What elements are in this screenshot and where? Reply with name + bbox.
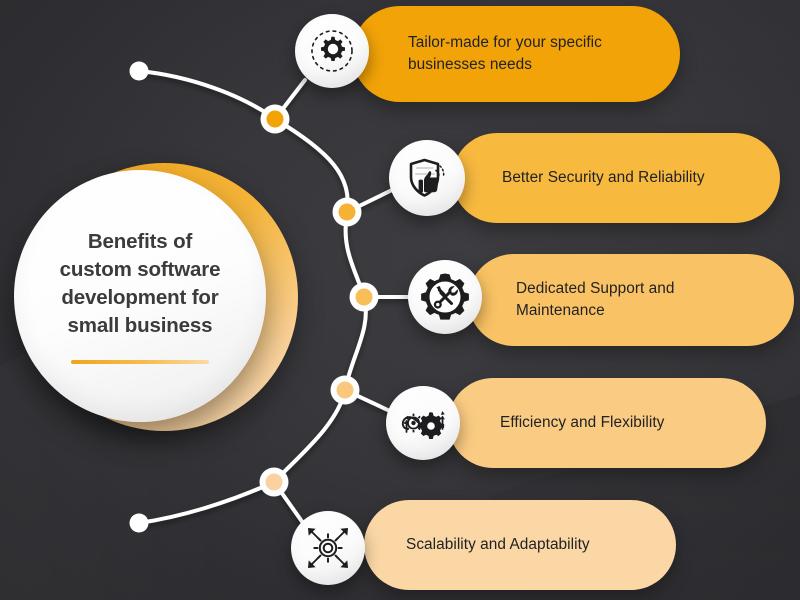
shield-thumbs-up-icon: [402, 153, 452, 203]
connector-node-4[interactable]: [336, 381, 354, 399]
connector-node-5[interactable]: [265, 473, 283, 491]
connector-node-2[interactable]: [338, 203, 356, 221]
connector-endpoint-bottom: [129, 513, 149, 533]
connector-endpoint-top: [129, 61, 149, 81]
benefit-pill-5[interactable]: Scalability and Adaptability: [364, 500, 676, 590]
benefit-label-3: Dedicated Support and Maintenance: [516, 278, 675, 322]
benefit-pill-2[interactable]: Better Security and Reliability: [452, 133, 780, 223]
benefit-label-2: Better Security and Reliability: [502, 167, 705, 189]
gear-dashed-circle-icon: [306, 25, 358, 77]
benefit-label-line: Tailor-made for your specific: [408, 34, 602, 52]
connector-node-3[interactable]: [355, 288, 373, 306]
connector-node-1[interactable]: [266, 110, 284, 128]
dual-gears-loop-arrows-icon: [396, 399, 450, 447]
benefit-pill-3[interactable]: Dedicated Support and Maintenance: [468, 254, 794, 346]
benefit-pill-1[interactable]: Tailor-made for your specific businesses…: [352, 6, 680, 102]
benefit-icon-bubble-5[interactable]: [291, 511, 365, 585]
benefit-label-line: Scalability and Adaptability: [406, 536, 590, 554]
benefit-label-5: Scalability and Adaptability: [406, 534, 590, 556]
benefit-icon-bubble-2[interactable]: [389, 140, 465, 216]
benefit-label-line: Better Security and Reliability: [502, 169, 705, 187]
page-title: Benefits of custom software development …: [35, 228, 245, 340]
benefit-label-1: Tailor-made for your specific businesses…: [408, 32, 602, 76]
benefit-label-line: Dedicated Support and: [516, 280, 675, 298]
hub-circle: Benefits of custom software development …: [14, 170, 266, 422]
benefit-icon-bubble-3[interactable]: [408, 260, 482, 334]
gear-wrench-screwdriver-icon: [418, 270, 472, 324]
benefit-pill-4[interactable]: Efficiency and Flexibility: [448, 378, 766, 468]
benefit-label-line: businesses needs: [408, 56, 533, 73]
hub-title-line: Benefits of: [87, 230, 193, 254]
hub-title-line: custom software: [59, 258, 221, 282]
benefit-label-line: Efficiency and Flexibility: [500, 414, 665, 432]
benefit-label-line: Maintenance: [516, 302, 605, 319]
gear-expand-arrows-icon: [301, 521, 355, 575]
hub-accent-rule: [71, 359, 209, 364]
benefit-label-4: Efficiency and Flexibility: [500, 412, 664, 434]
hub-title-line: development for: [61, 286, 219, 309]
connector-nodes: [259, 104, 379, 497]
benefit-icon-bubble-1[interactable]: [295, 14, 369, 88]
hub-title-line: small business: [67, 313, 213, 337]
benefit-icon-bubble-4[interactable]: [386, 386, 460, 460]
